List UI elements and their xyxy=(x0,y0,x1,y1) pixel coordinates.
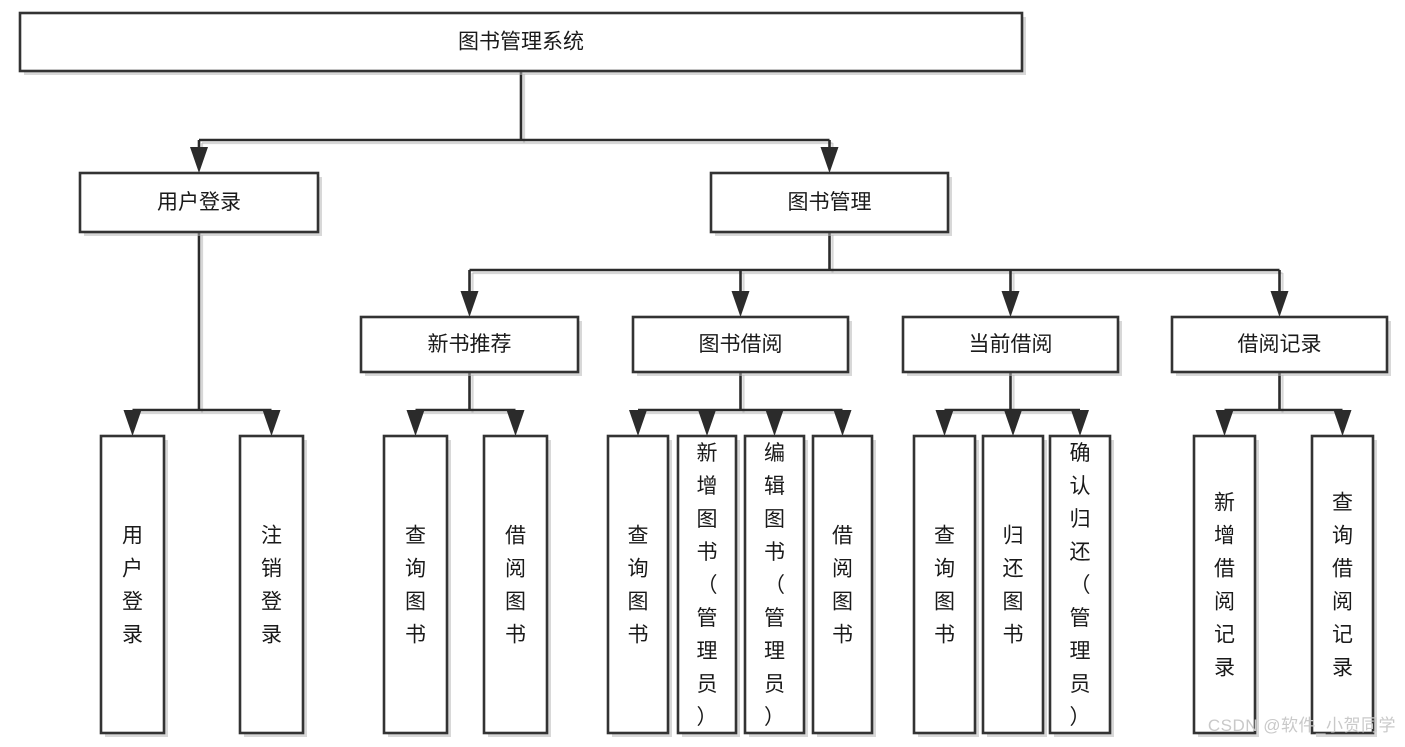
arrowhead-icon xyxy=(820,147,839,173)
node-rect[interactable] xyxy=(743,434,806,735)
arrowhead-icon xyxy=(406,410,425,436)
arrowhead-icon xyxy=(460,291,479,317)
node-label: 新增借阅记录 xyxy=(1214,492,1235,680)
arrowhead-icon xyxy=(1215,410,1234,436)
node-leaf-6[interactable]: 新增图书（管理员） xyxy=(676,434,740,737)
arrowhead-icon xyxy=(1004,410,1022,436)
node-rect[interactable] xyxy=(631,315,850,374)
node-level3-2[interactable]: 图书借阅 xyxy=(631,315,852,376)
node-rect[interactable] xyxy=(482,434,549,735)
node-rect[interactable] xyxy=(99,434,166,735)
arrowhead-icon xyxy=(629,410,647,436)
node-rect[interactable] xyxy=(981,434,1045,735)
node-rect[interactable] xyxy=(811,434,874,735)
arrowhead-icon xyxy=(1333,410,1352,436)
node-leaf-11[interactable]: 确认归还（管理员） xyxy=(1048,434,1114,737)
node-leaf-4[interactable]: 借阅图书 xyxy=(482,434,551,737)
node-leaf-5[interactable]: 查询图书 xyxy=(606,434,672,737)
node-leaf-13[interactable]: 查询借阅记录 xyxy=(1310,434,1377,737)
node-rect[interactable] xyxy=(912,434,977,735)
node-label: 借阅记录 xyxy=(1238,333,1322,356)
arrowhead-icon xyxy=(698,410,716,436)
node-level3-4[interactable]: 借阅记录 xyxy=(1170,315,1391,376)
csdn-watermark: CSDN @软件_小贺同学 xyxy=(1208,716,1396,735)
arrowhead-icon xyxy=(123,410,142,436)
node-leaf-3[interactable]: 查询图书 xyxy=(382,434,451,737)
arrowhead-icon xyxy=(190,147,208,173)
node-leaf-9[interactable]: 查询图书 xyxy=(912,434,979,737)
arrowhead-icon xyxy=(935,410,954,436)
node-leaf-10[interactable]: 归还图书 xyxy=(981,434,1047,737)
node-rect[interactable] xyxy=(676,434,738,735)
node-rect[interactable] xyxy=(238,434,305,735)
node-leaf-7[interactable]: 编辑图书（管理员） xyxy=(743,434,808,737)
node-label: 图书管理系统 xyxy=(458,31,584,54)
node-rect[interactable] xyxy=(1048,434,1112,735)
node-label: 用户登录 xyxy=(157,191,241,214)
node-label: 查询借阅记录 xyxy=(1332,492,1353,680)
node-level3-1[interactable]: 新书推荐 xyxy=(359,315,582,376)
node-rect[interactable] xyxy=(1310,434,1375,735)
arrowhead-icon xyxy=(1270,291,1289,317)
node-label: 新书推荐 xyxy=(428,333,512,356)
node-label: 借阅图书 xyxy=(832,525,853,647)
node-rect[interactable] xyxy=(709,171,950,234)
node-label: 用户登录 xyxy=(122,525,143,647)
node-rect[interactable] xyxy=(78,171,320,234)
node-label: 查询图书 xyxy=(405,525,426,647)
node-label: 当前借阅 xyxy=(969,333,1053,356)
node-rect[interactable] xyxy=(1170,315,1389,374)
node-level3-3[interactable]: 当前借阅 xyxy=(901,315,1122,376)
node-rect[interactable] xyxy=(1192,434,1257,735)
node-leaf-1[interactable]: 用户登录 xyxy=(99,434,168,737)
node-rect[interactable] xyxy=(359,315,580,374)
arrowhead-icon xyxy=(1001,291,1020,317)
node-rect[interactable] xyxy=(18,11,1024,73)
arrowhead-icon xyxy=(765,410,784,436)
node-label: 查询图书 xyxy=(934,525,955,647)
arrowhead-icon xyxy=(506,410,525,436)
node-label: 归还图书 xyxy=(1003,525,1024,647)
arrowhead-icon xyxy=(262,410,281,436)
node-rect[interactable] xyxy=(382,434,449,735)
node-label: 注销登录 xyxy=(261,525,282,647)
arrowhead-icon xyxy=(1071,410,1089,436)
node-leaf-8[interactable]: 借阅图书 xyxy=(811,434,876,737)
node-label: 借阅图书 xyxy=(505,525,526,647)
node-label: 图书借阅 xyxy=(699,333,783,356)
node-level2-1[interactable]: 用户登录 xyxy=(78,171,322,236)
arrowhead-icon xyxy=(731,291,750,317)
node-rect[interactable] xyxy=(606,434,670,735)
node-root-book-management-system[interactable]: 图书管理系统 xyxy=(18,11,1026,75)
node-label: 新增图书（管理员） xyxy=(697,442,718,729)
node-label: 确认归还（管理员） xyxy=(1070,442,1091,729)
node-leaf-2[interactable]: 注销登录 xyxy=(238,434,307,737)
node-level2-2[interactable]: 图书管理 xyxy=(709,171,952,236)
arrowhead-icon xyxy=(833,410,852,436)
node-layer: 图书管理系统用户登录图书管理新书推荐图书借阅当前借阅借阅记录用户登录注销登录查询… xyxy=(18,11,1391,737)
node-label: 图书管理 xyxy=(788,191,872,214)
connector-layer xyxy=(123,71,1352,436)
node-leaf-12[interactable]: 新增借阅记录 xyxy=(1192,434,1259,737)
node-label: 编辑图书（管理员） xyxy=(764,442,785,729)
node-rect[interactable] xyxy=(901,315,1120,374)
node-label: 查询图书 xyxy=(628,525,649,647)
